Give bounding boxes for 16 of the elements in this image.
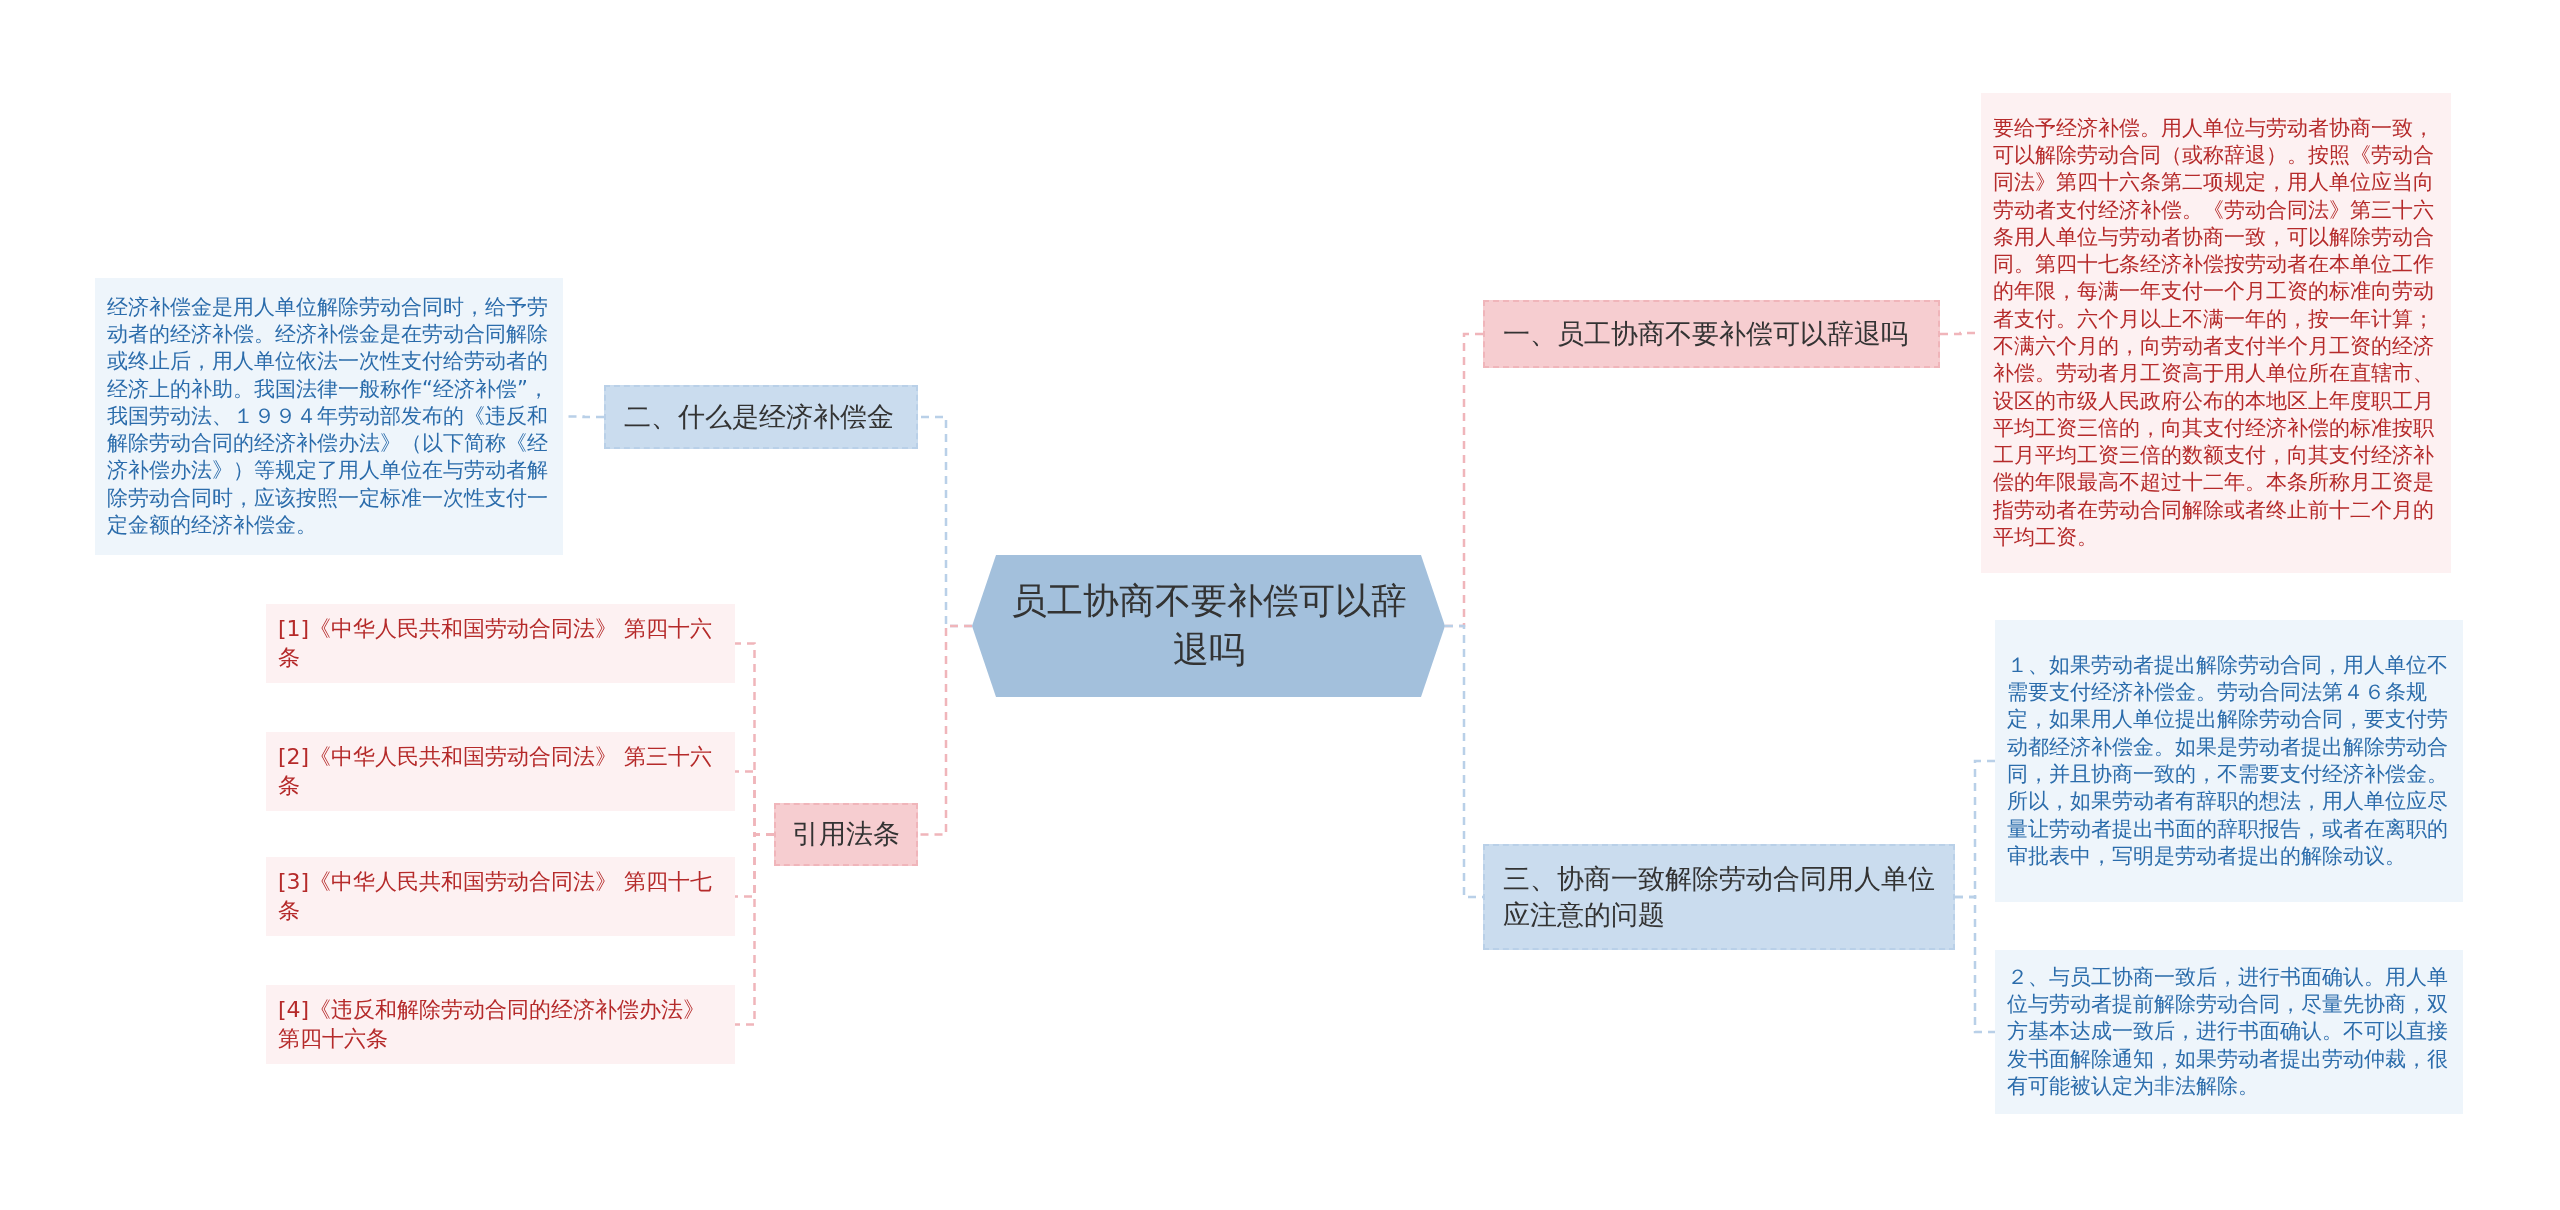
topic-box: 二、什么是经济补偿金: [604, 385, 918, 449]
topic-box: 一、员工协商不要补偿可以辞退吗: [1483, 300, 1940, 368]
topic-box: 引用法条: [774, 803, 918, 866]
topic-box: 三、协商一致解除劳动合同用人单位应注意的问题: [1483, 844, 1955, 950]
central-topic: 员工协商不要补偿可以辞退吗: [972, 555, 1445, 697]
note-box: １、如果劳动者提出解除劳动合同，用人单位不需要支付经济补偿金。劳动合同法第４６条规定，如果用人单位提出解除劳动合同，要支付劳动都经济补偿金。如果是劳动者提出解除劳动合同，并且协商一致的，不需要支付经济补偿金。所以，如果劳动者有辞职的想法，用人单位应尽量让劳动者提出书面的辞职报告，或者在离职的审批表中，写明是劳动者提出的解除动议。: [1995, 620, 2463, 902]
reference-box: [1]《中华人民共和国劳动合同法》 第四十六条: [266, 604, 735, 683]
reference-box: [2]《中华人民共和国劳动合同法》 第三十六条: [266, 732, 735, 811]
note-box: ２、与员工协商一致后，进行书面确认。用人单位与劳动者提前解除劳动合同，尽量先协商，双方基本达成一致后，进行书面确认。不可以直接发书面解除通知，如果劳动者提出劳动仲裁，很有可能被认定为非法解除。: [1995, 950, 2463, 1114]
connector-line: [918, 624, 972, 836]
connector-line: [1955, 895, 1995, 1034]
reference-box: [3]《中华人民共和国劳动合同法》 第四十七条: [266, 857, 735, 936]
note-box: 要给予经济补偿。用人单位与劳动者协商一致，可以解除劳动合同（或称辞退）。按照《劳动合同法》第四十六条第二项规定，用人单位应当向劳动者支付经济补偿。《劳动合同法》第三十六条用人单位与劳动者协商一致，可以解除劳动合同。第四十七条经济补偿按劳动者在本单位工作的年限，每满一年支付一个月工资的标准向劳动者支付。六个月以上不满一年的，按一年计算；不满六个月的，向劳动者支付半个月工资的经济补偿。劳动者月工资高于用人单位所在直辖市、设区的市级人民政府公布的本地区上年度职工月平均工资三倍的，向其支付经济补偿的标准按职工月平均工资三倍的数额支付，向其支付经济补偿的年限最高不超过十二年。本条所称月工资是指劳动者在劳动合同解除或者终止前十二个月的平均工资。: [1981, 93, 2451, 573]
reference-box: [4]《违反和解除劳动合同的经济补偿办法》第四十六条: [266, 985, 735, 1064]
connector-line: [735, 833, 774, 1026]
note-box: 经济补偿金是用人单位解除劳动合同时，给予劳动者的经济补偿。经济补偿金是在劳动合同解除或终止后，用人单位依法一次性支付给劳动者的经济上的补助。我国法律一般称作“经济补偿”，我国劳动法、１９９４年劳动部发布的《违反和解除劳动合同的经济补偿办法》（以下简称《经济补偿办法》）等规定了用人单位在与劳动者解除劳动合同时，应该按照一定标准一次性支付一定金额的经济补偿金。: [95, 278, 563, 555]
